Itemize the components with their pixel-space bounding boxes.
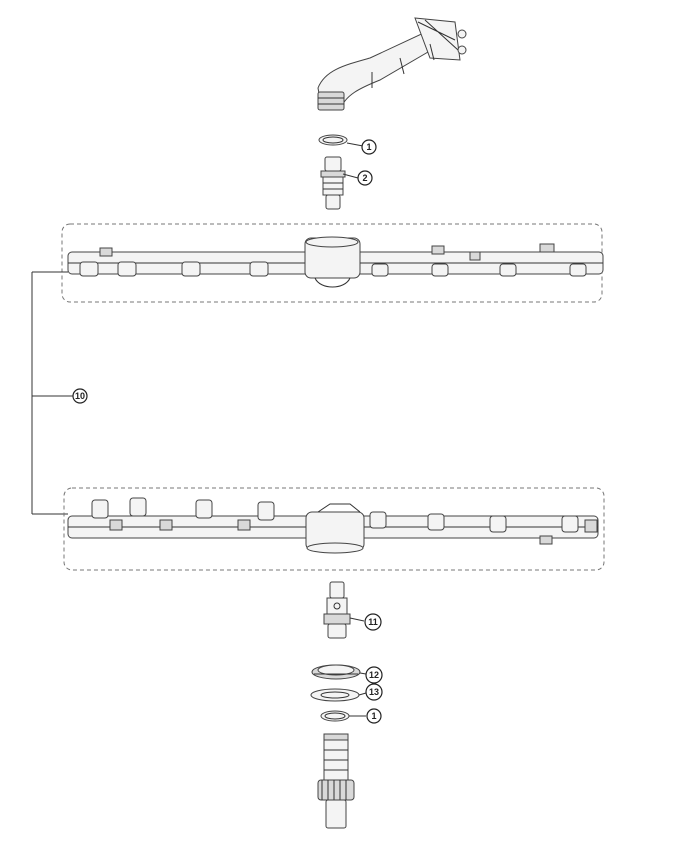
svg-text:2: 2 bbox=[362, 173, 367, 183]
valve-part bbox=[320, 156, 346, 210]
svg-text:1: 1 bbox=[366, 142, 371, 152]
o-ring-part bbox=[318, 134, 348, 146]
svg-text:13: 13 bbox=[369, 687, 379, 697]
svg-text:12: 12 bbox=[369, 670, 379, 680]
callout-1-bottom: 1 bbox=[366, 708, 382, 724]
bottom-tube-part bbox=[317, 733, 355, 829]
upper-spray-arm-part bbox=[67, 236, 604, 288]
bracket-10 bbox=[31, 271, 73, 515]
svg-text:1: 1 bbox=[371, 711, 376, 721]
callout-12: 12 bbox=[365, 666, 383, 684]
washer-part bbox=[310, 688, 360, 702]
top-arm-part bbox=[317, 17, 467, 111]
svg-text:10: 10 bbox=[75, 391, 85, 401]
callout-11: 11 bbox=[364, 613, 382, 631]
callout-2: 2 bbox=[357, 170, 373, 186]
fitting-part bbox=[323, 581, 351, 639]
callout-13: 13 bbox=[365, 683, 383, 701]
callout-10: 10 bbox=[72, 388, 88, 404]
callout-1-top: 1 bbox=[361, 139, 377, 155]
lower-spray-arm-part bbox=[67, 497, 599, 554]
lower-arm-frame bbox=[63, 487, 605, 571]
svg-text:11: 11 bbox=[368, 617, 378, 627]
nut-part bbox=[311, 664, 361, 680]
o-ring-part-bottom bbox=[320, 710, 350, 722]
